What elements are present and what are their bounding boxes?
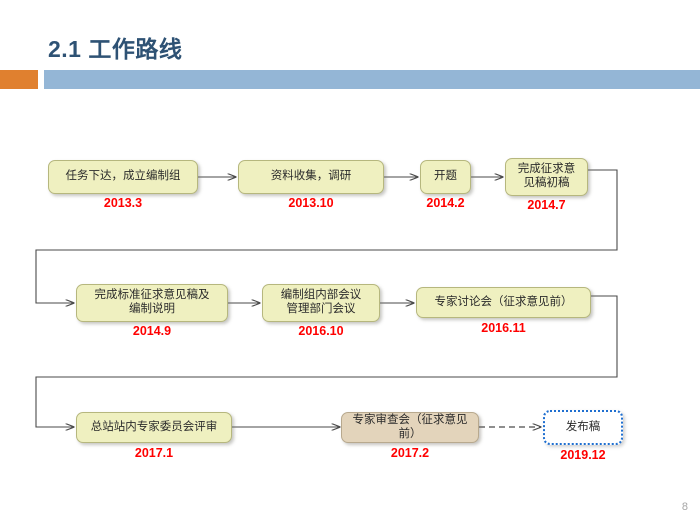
flow-node-n5[interactable]: 完成标准征求意见稿及 编制说明 <box>76 284 228 322</box>
flow-node-date-n9: 2017.2 <box>390 446 430 460</box>
title-accent-block <box>0 70 38 89</box>
flow-node-n3[interactable]: 开题 <box>420 160 471 194</box>
title-rule-bar <box>44 70 700 89</box>
flow-node-date-n8: 2017.1 <box>134 446 174 460</box>
flow-node-label: 发布稿 <box>565 420 601 433</box>
flow-node-n1[interactable]: 任务下达，成立编制组 <box>48 160 198 194</box>
flow-node-label: 资料收集，调研 <box>270 170 352 183</box>
flow-node-label: 总站站内专家委员会评审 <box>90 420 218 433</box>
flow-node-label: 任务下达，成立编制组 <box>65 170 181 183</box>
flow-node-label: 完成标准征求意见稿及 编制说明 <box>94 289 210 315</box>
flow-node-date-n3: 2014.2 <box>426 196 465 210</box>
flow-node-label: 开题 <box>434 170 457 183</box>
flow-node-date-n1: 2013.3 <box>103 196 143 210</box>
flow-node-label: 完成征求意 见稿初稿 <box>517 163 576 189</box>
flow-node-date-n4: 2014.7 <box>527 198 566 212</box>
flow-node-label: 专家审查会（征求意见前） <box>352 413 468 440</box>
flow-node-date-n2: 2013.10 <box>288 196 334 210</box>
flow-node-n6[interactable]: 编制组内部会议 管理部门会议 <box>262 284 380 322</box>
flow-node-n4[interactable]: 完成征求意 见稿初稿 <box>505 158 588 196</box>
flow-node-label: 编制组内部会议 管理部门会议 <box>280 289 362 315</box>
flow-node-date-n6: 2016.10 <box>298 324 344 338</box>
flow-node-n2[interactable]: 资料收集，调研 <box>238 160 384 194</box>
page-title: 2.1 工作路线 <box>48 36 183 62</box>
flow-node-label: 专家讨论会（征求意见前） <box>434 295 573 308</box>
flow-node-n10[interactable]: 发布稿 <box>543 410 623 445</box>
flow-node-date-n10: 2019.12 <box>560 448 606 462</box>
flow-node-date-n5: 2014.9 <box>132 324 172 338</box>
flow-node-n9[interactable]: 专家审查会（征求意见前） <box>341 412 479 443</box>
flow-node-date-n7: 2016.11 <box>481 321 526 335</box>
flow-node-n8[interactable]: 总站站内专家委员会评审 <box>76 412 232 443</box>
page-number: 8 <box>681 501 688 513</box>
flow-node-n7[interactable]: 专家讨论会（征求意见前） <box>416 287 591 318</box>
